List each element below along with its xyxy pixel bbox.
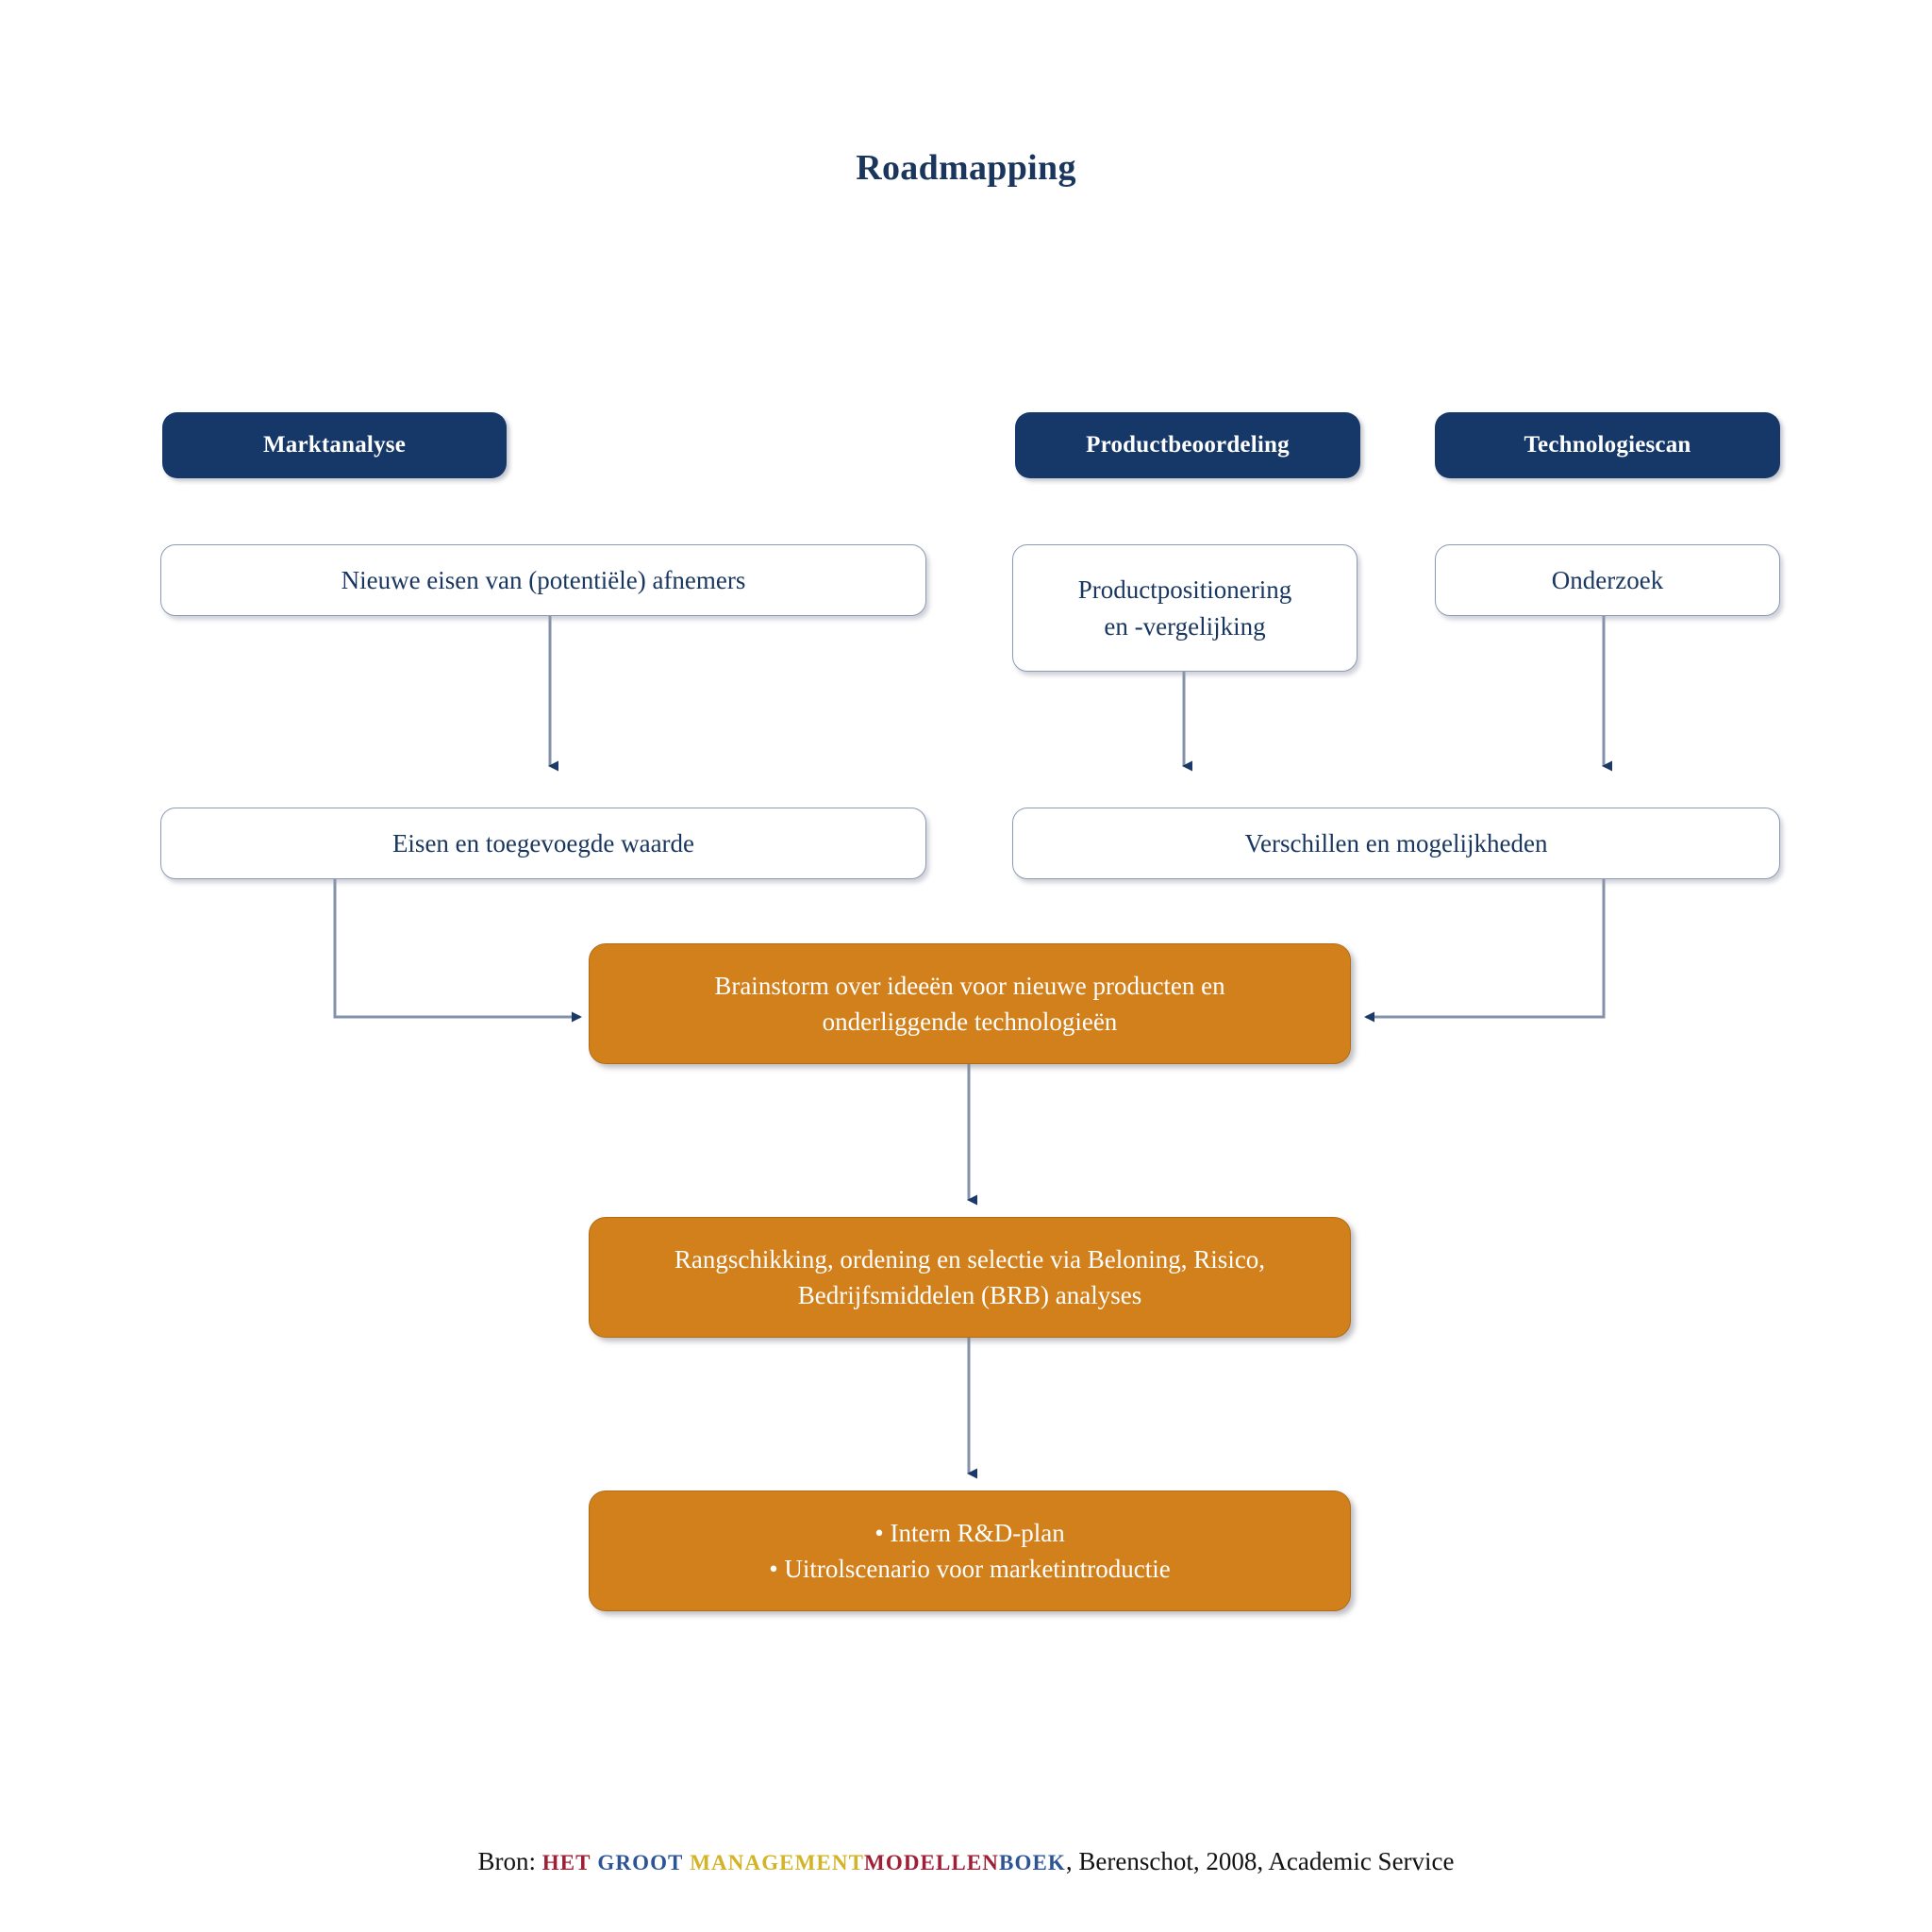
node-label-line-2: • Uitrolscenario voor marketintroductie xyxy=(769,1555,1171,1583)
node-brainstorm[interactable]: Brainstorm over ideeën voor nieuwe produ… xyxy=(589,943,1351,1064)
source-title-het: Het xyxy=(541,1851,591,1874)
source-prefix: Bron: xyxy=(477,1847,536,1875)
node-nieuwe-eisen[interactable]: Nieuwe eisen van (potentiële) afnemers xyxy=(160,544,926,616)
node-label: Technologiescan xyxy=(1524,432,1691,458)
node-label: Nieuwe eisen van (potentiële) afnemers xyxy=(341,565,746,594)
source-title-modellen: Modellen xyxy=(864,1851,1000,1874)
edge-eisen-waarde-to-brainstorm xyxy=(333,879,582,1023)
node-label-line-2: Bedrijfsmiddelen (BRB) analyses xyxy=(797,1281,1142,1309)
edge-verschillen-to-brainstorm xyxy=(1364,879,1606,1023)
source-title-management: Management xyxy=(690,1851,865,1874)
source-credit: Bron: Het Groot ManagementModellenboek, … xyxy=(0,1847,1932,1876)
node-label: Verschillen en mogelijkheden xyxy=(1244,828,1548,858)
page-title: Roadmapping xyxy=(856,148,1076,188)
node-label-line-2: en -vergelijking xyxy=(1104,611,1266,641)
node-label-line-1: Brainstorm over ideeën voor nieuwe produ… xyxy=(714,971,1225,1000)
node-output-plan[interactable]: • Intern R&D-plan • Uitrolscenario voor … xyxy=(589,1491,1351,1611)
node-label-line-2: onderliggende technologieën xyxy=(822,1008,1118,1036)
node-onderzoek[interactable]: Onderzoek xyxy=(1435,544,1780,616)
node-verschillen-mogelijkheden[interactable]: Verschillen en mogelijkheden xyxy=(1012,808,1780,879)
node-label: Eisen en toegevoegde waarde xyxy=(391,828,695,858)
node-label-line-1: Productpositionering xyxy=(1077,575,1292,605)
node-technologiescan[interactable]: Technologiescan xyxy=(1435,412,1780,478)
node-marktanalyse[interactable]: Marktanalyse xyxy=(162,412,507,478)
source-title-groot: Groot xyxy=(597,1851,684,1874)
node-rangschikking[interactable]: Rangschikking, ordening en selectie via … xyxy=(589,1217,1351,1338)
node-label: Marktanalyse xyxy=(263,432,406,458)
source-suffix: , Berenschot, 2008, Academic Service xyxy=(1065,1847,1455,1875)
node-eisen-toegevoegde-waarde[interactable]: Eisen en toegevoegde waarde xyxy=(160,808,926,879)
node-label: Productbeoordeling xyxy=(1086,432,1290,458)
source-title-boek: boek xyxy=(999,1851,1066,1874)
node-label: Onderzoek xyxy=(1551,565,1664,594)
node-label-line-1: Rangschikking, ordening en selectie via … xyxy=(674,1244,1266,1274)
node-productpositionering[interactable]: Productpositionering en -vergelijking xyxy=(1012,544,1357,672)
node-label-line-1: • Intern R&D-plan xyxy=(874,1518,1065,1547)
node-productbeoordeling[interactable]: Productbeoordeling xyxy=(1015,412,1360,478)
